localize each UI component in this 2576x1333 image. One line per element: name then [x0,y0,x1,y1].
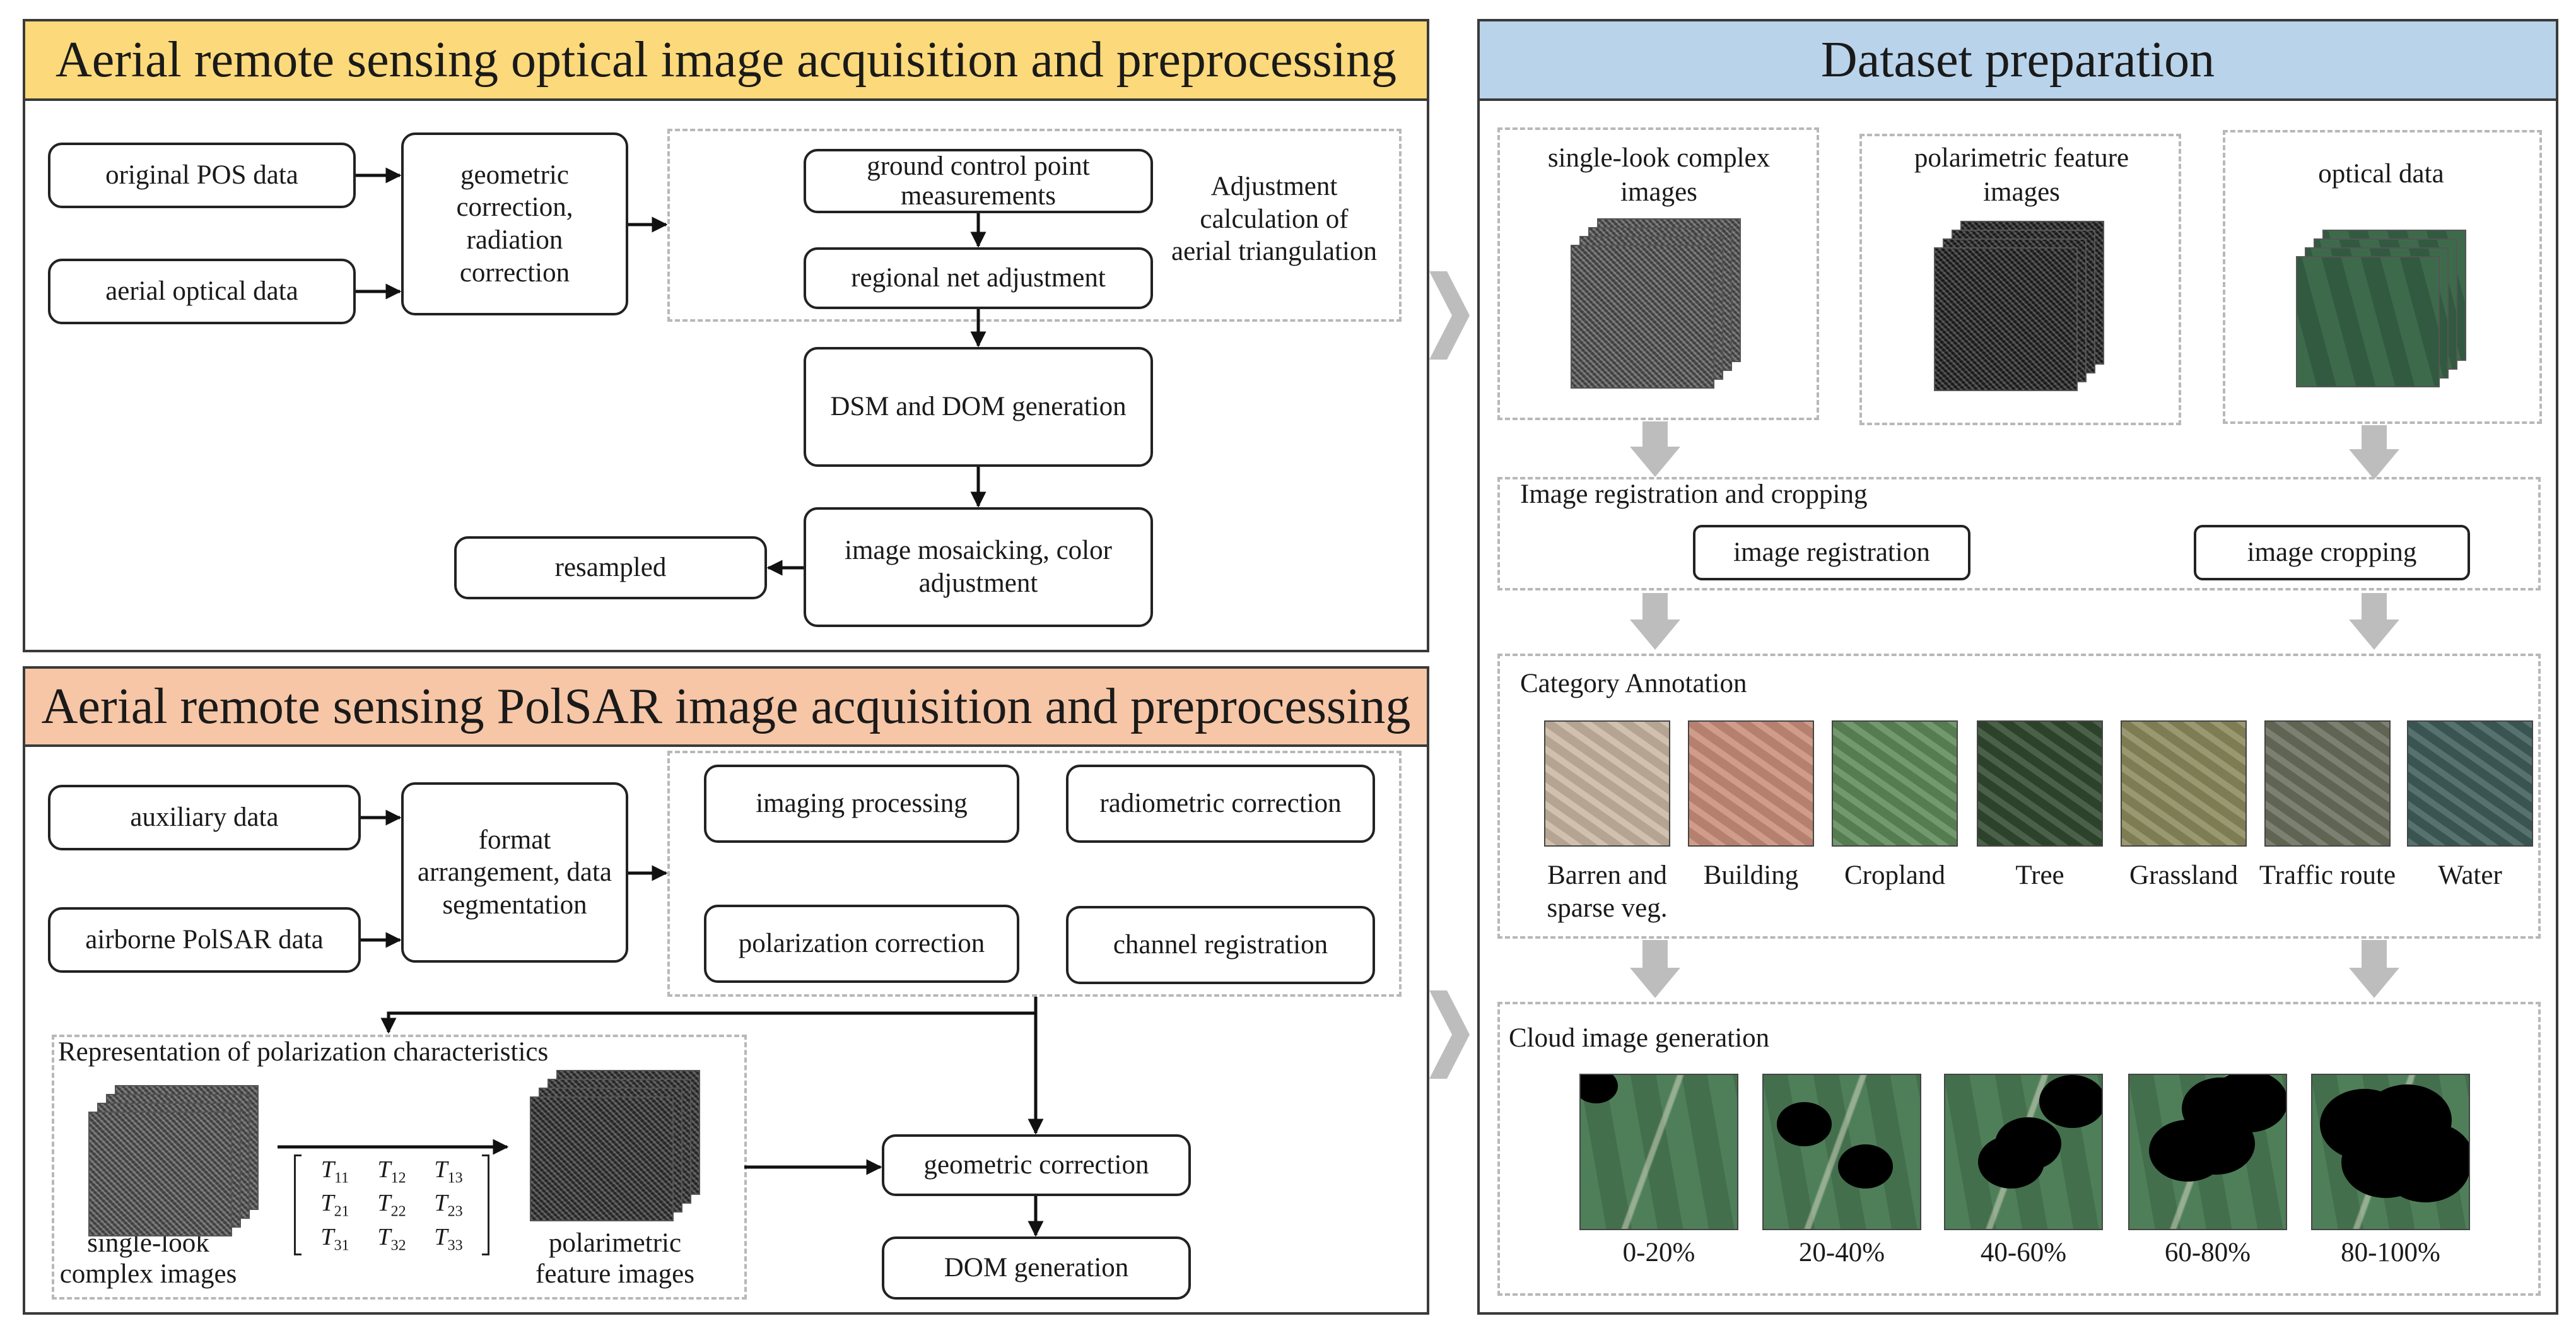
cloud-thumbnail [1944,1074,2103,1230]
matrix-element: T23 [434,1190,463,1220]
airborne-polsar-box: airborne PolSAR data [48,907,361,973]
polsar-slc-stack [88,1085,259,1236]
auxiliary-box: auxiliary data [48,785,361,850]
dataset-slc-stack [1571,218,1741,389]
matrix-element: T21 [320,1190,349,1220]
polsar-pol-stack [530,1070,700,1221]
radiometric-correction-box: radiometric correction [1066,765,1375,843]
matrix-element: T31 [320,1223,349,1254]
dataset-slc-label: single-look complex images [1547,143,1771,207]
category-thumbnail [1977,720,2103,847]
cloud-coverage-label: 0-20% [1622,1238,1695,1267]
matrix-element: T33 [434,1223,463,1254]
adjustment-label: Adjustment calculation of aerial triangu… [1171,172,1377,267]
category-label: Building [1703,860,1799,890]
matrix-element: T12 [377,1156,406,1187]
cloud-mask [1995,1117,2061,1170]
image-cropping-box: image cropping [2194,525,2470,580]
dataset-pol-stack [1934,221,2104,391]
regional-adjustment-box: regional net adjustment [804,247,1153,309]
category-thumbnail [2121,720,2247,847]
aerial-optical-box: aerial optical data [48,259,356,324]
category-label: Grassland [2129,860,2238,890]
cloud-thumbnail [1579,1074,1738,1230]
original-pos-box: original POS data [48,143,356,208]
category-thumbnail [2264,720,2391,847]
image-layer [530,1096,674,1221]
optical-group [2223,130,2542,424]
image-layer [2296,256,2440,387]
polsar-slc-label: single-look complex images [59,1228,237,1289]
cloud-mask [2039,1075,2102,1128]
matrix-element: T13 [434,1156,463,1187]
aerial-triangulation-group [667,129,1402,322]
cloud-mask [2177,1113,2255,1175]
matrix-element: T11 [320,1156,349,1187]
matrix-element: T22 [377,1190,406,1220]
cloud-coverage-label: 40-60% [1980,1238,2067,1267]
format-arrangement-box: format arrangement, data segmentation [401,782,628,963]
category-thumbnail [2407,720,2533,847]
cloud-coverage-label: 20-40% [1798,1238,1885,1267]
chevron-polsar [1429,990,1470,1079]
cloud-mask [1581,1075,1618,1104]
polarization-representation-label: Representation of polarization character… [58,1037,549,1067]
category-label: Tree [2015,860,2064,890]
cloud-mask [1838,1144,1893,1189]
matrix-element: T32 [377,1223,406,1254]
registration-cropping-title: Image registration and cropping [1520,479,1868,509]
dataset-panel-title: Dataset preparation [1480,21,2556,101]
cloud-mask [2381,1131,2469,1202]
category-label: Traffic route [2259,860,2396,890]
chevron-optical [1429,271,1470,360]
polarization-correction-box: polarization correction [704,905,1019,983]
dom-generation-box: DOM generation [882,1236,1191,1300]
image-layer [88,1112,232,1236]
image-layer [1934,247,2078,391]
channel-registration-box: channel registration [1066,906,1375,984]
cloud-thumbnail [2311,1074,2470,1230]
slc-group [1497,127,1819,420]
dataset-optical-label: optical data [2318,159,2444,189]
polsar-panel-title: Aerial remote sensing PolSAR image acqui… [25,669,1427,747]
geometric-correction-box: geometric correction [882,1134,1191,1196]
cloud-generation-title: Cloud image generation [1509,1023,1770,1053]
category-label: Barren and sparse veg. [1547,860,1668,923]
cloud-coverage-label: 60-80% [2164,1238,2251,1267]
dsm-dom-box: DSM and DOM generation [804,347,1153,467]
resampled-box: resampled [454,536,767,599]
registration-cropping-group [1497,477,2541,590]
category-label: Cropland [1844,860,1946,890]
cloud-thumbnail [2128,1074,2287,1230]
optical-panel-title: Aerial remote sensing optical image acqu… [25,21,1427,101]
imaging-group [667,751,1402,997]
cloud-thumbnail [1762,1074,1921,1230]
category-thumbnail [1544,720,1670,847]
imaging-processing-box: imaging processing [704,765,1019,843]
polsar-pol-label: polarimetric feature images [536,1228,694,1289]
category-annotation-title: Category Annotation [1520,669,1747,698]
cloud-generation-group [1497,1002,2541,1296]
image-layer [1571,245,1714,389]
dataset-optical-stack [2296,230,2466,387]
dataset-pol-label: polarimetric feature images [1914,143,2129,207]
geo-rad-correction-box: geometric correction, radiation correcti… [401,132,628,315]
gcp-box: ground control point measurements [804,149,1153,213]
mosaic-box: image mosaicking, color adjustment [804,507,1153,627]
polarimetric-group [1859,134,2181,425]
cloud-coverage-label: 80-100% [2341,1238,2440,1267]
category-thumbnail [1832,720,1958,847]
category-thumbnail [1688,720,1814,847]
category-label: Water [2438,860,2502,890]
cloud-mask [1777,1102,1832,1146]
category-annotation-group [1497,654,2541,939]
image-registration-box: image registration [1693,525,1970,580]
